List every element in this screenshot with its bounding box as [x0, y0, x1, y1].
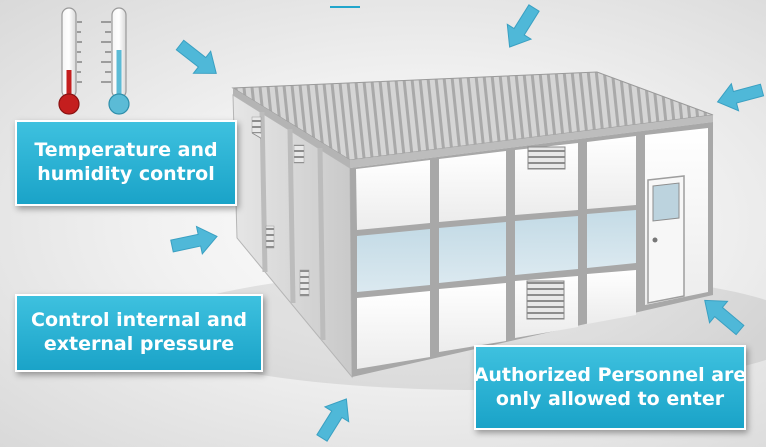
side-vent [299, 269, 310, 297]
callout-temperature-line1: Temperature and [34, 139, 218, 162]
arrow-icon [309, 391, 359, 446]
callout-personnel-line1: Authorized Personnel are [473, 363, 747, 386]
arrow-icon [168, 222, 221, 261]
side-vent [293, 144, 305, 164]
callout-temperature-line2: humidity control [37, 163, 215, 185]
door-handle [652, 237, 658, 243]
callout-personnel-line2: only allowed to enter [495, 387, 725, 410]
side-vent [265, 225, 275, 249]
callout-pressure: Control internal and external pressure [15, 294, 263, 372]
door-window [652, 182, 680, 222]
callout-pressure-line1: Control internal and [31, 309, 247, 332]
callout-personnel: Authorized Personnel are only allowed to… [474, 345, 746, 430]
thermometer-cold-icon [101, 7, 130, 115]
front-vent-bottom [526, 280, 565, 320]
arrow-icon [170, 33, 226, 85]
thermometer-hot-icon [58, 7, 82, 115]
callout-pressure-line2: external pressure [43, 333, 235, 355]
arrow-icon [497, 0, 547, 55]
front-vent-top [527, 146, 566, 170]
header-fragment [330, 0, 360, 8]
callout-temperature: Temperature and humidity control [15, 120, 237, 206]
arrow-icon [713, 75, 766, 116]
side-vent [251, 116, 262, 134]
left-wall-posts [259, 111, 326, 341]
